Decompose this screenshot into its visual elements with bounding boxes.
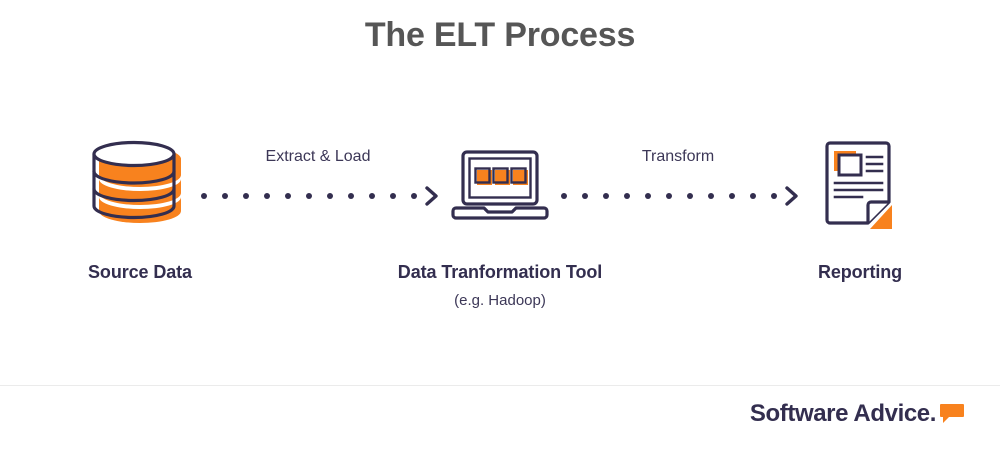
connector-label-transform: Transform (641, 148, 715, 165)
connector-extract-load: Extract & Load (196, 148, 440, 218)
node-sublabel-data-transformation-tool: (e.g. Hadoop) (454, 292, 546, 309)
software-advice-logo[interactable]: Software Advice. (750, 402, 965, 430)
node-label-reporting: Reporting (817, 262, 903, 282)
diagram-node-reporting: Reporting (740, 130, 980, 283)
connector-label-extract-load: Extract & Load (265, 148, 371, 165)
laptop-icon (380, 130, 620, 240)
page-title: The ELT Process (364, 16, 636, 54)
node-label-data-transformation-tool: Data Tranformation Tool (397, 262, 603, 282)
connector-transform: Transform (556, 148, 800, 218)
dotted-arrow-icon (196, 184, 440, 208)
database-cylinder-icon (20, 130, 260, 240)
dotted-arrow-icon (556, 184, 800, 208)
logo-wordmark: Software Advice. (749, 400, 937, 427)
diagram-node-data-transformation-tool: Data Tranformation Tool (e.g. Hadoop) (380, 130, 620, 309)
speech-bubble-icon (939, 403, 965, 430)
elt-process-diagram: Source Data Extract & Load (0, 130, 1000, 340)
node-label-source-data: Source Data (88, 262, 192, 282)
chevron-right-icon (785, 186, 798, 206)
chevron-right-icon (425, 186, 438, 206)
report-document-icon (740, 130, 980, 240)
diagram-node-source-data: Source Data (20, 130, 260, 283)
footer-divider (0, 385, 1000, 386)
